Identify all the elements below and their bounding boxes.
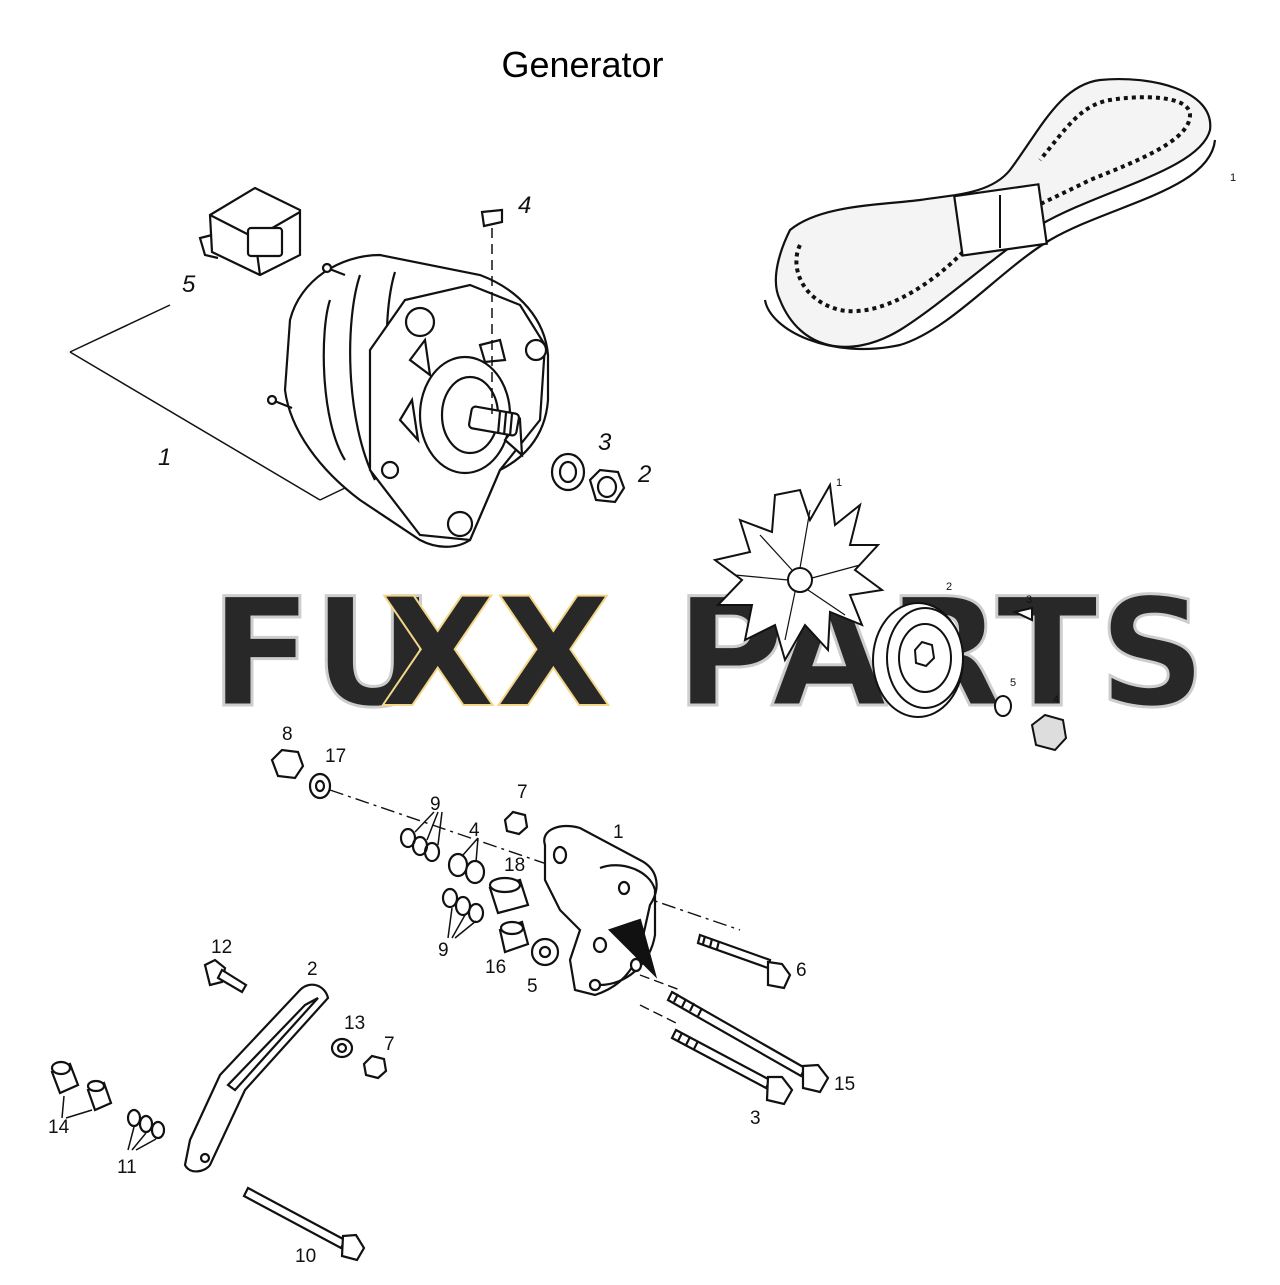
alternator-body	[266, 253, 550, 548]
label-br-8: 8	[282, 724, 293, 745]
label-br-7a: 7	[517, 782, 528, 803]
label-belt-1: 1	[1230, 172, 1236, 184]
washer	[550, 452, 586, 492]
page-title: Generator	[501, 44, 664, 85]
watermark-xx: XX	[380, 567, 611, 741]
callout-bracket	[69, 304, 346, 501]
label-br-11: 11	[117, 1157, 137, 1178]
label-alt-3: 3	[598, 429, 612, 456]
voltage-regulator	[198, 186, 302, 277]
mounting-bracket-assembly	[50, 748, 830, 1262]
label-fan-5: 5	[1010, 677, 1016, 689]
spacers-14	[50, 1060, 113, 1112]
label-fan-3: 3	[1026, 594, 1032, 606]
bolt-10	[242, 1186, 366, 1262]
label-br-15: 15	[834, 1074, 855, 1095]
hex-nut	[588, 468, 626, 504]
washers-9-upper	[399, 827, 441, 863]
bracket-1	[543, 824, 658, 997]
nut-8	[270, 748, 305, 780]
label-alt-4: 4	[518, 192, 531, 219]
leader-lines	[61, 811, 479, 1151]
woodruff-key	[480, 208, 504, 228]
nut-7-upper	[503, 810, 529, 836]
washers-9-lower	[441, 887, 485, 924]
label-br-16: 16	[485, 957, 506, 978]
label-alt-1: 1	[158, 444, 171, 471]
label-br-4: 4	[469, 820, 480, 841]
washer-13	[330, 1037, 354, 1059]
fan-pulley-assembly	[712, 481, 1068, 752]
label-br-13: 13	[344, 1013, 365, 1034]
label-br-2: 2	[307, 959, 318, 980]
label-br-1: 1	[613, 822, 624, 843]
watermark-fu: FU	[210, 567, 434, 741]
label-br-14: 14	[48, 1117, 70, 1138]
washers-11	[126, 1108, 166, 1140]
bolt-3	[670, 1028, 794, 1106]
label-br-18: 18	[504, 855, 525, 876]
belt-labels: 1	[1230, 172, 1236, 184]
bolt-6	[696, 933, 792, 990]
v-belt	[763, 78, 1217, 350]
spacer-16	[498, 920, 530, 954]
adjusting-arm-2	[183, 983, 330, 1173]
watermark: FU XX PARTS	[209, 566, 1208, 743]
label-br-9a: 9	[430, 794, 441, 815]
fan-labels: 1 2 3 4 5	[836, 477, 1059, 706]
washers-4	[447, 852, 486, 885]
label-alt-5: 5	[182, 271, 196, 298]
alternator-assembly	[69, 186, 626, 548]
label-br-10: 10	[295, 1246, 316, 1267]
fan-key	[1011, 606, 1033, 622]
cooling-fan	[712, 481, 885, 663]
alternator-labels: 1 5 4 3 2	[158, 192, 651, 488]
bracket-labels: 8 17 9 4 7 1 18 9 16 5 6 15 3 12 2 13 7 …	[48, 724, 855, 1267]
label-fan-4: 4	[1053, 694, 1059, 706]
label-br-7b: 7	[384, 1034, 395, 1055]
nut-7-lower	[362, 1054, 388, 1080]
label-alt-2: 2	[637, 461, 651, 488]
label-br-5: 5	[527, 976, 538, 997]
spacer-18	[488, 876, 530, 915]
label-fan-1: 1	[836, 477, 842, 489]
label-br-12: 12	[211, 937, 232, 958]
spring-washer	[994, 695, 1012, 717]
label-br-3: 3	[750, 1108, 761, 1129]
bolt-15	[666, 990, 830, 1094]
pulley-nut	[1030, 713, 1068, 752]
bushing-5	[530, 937, 560, 967]
bolt-12	[203, 958, 248, 994]
washer-17	[308, 772, 332, 800]
pulley	[872, 602, 964, 718]
label-br-17: 17	[325, 746, 346, 767]
label-br-6: 6	[796, 960, 807, 981]
label-br-9b: 9	[438, 940, 449, 961]
label-fan-2: 2	[946, 581, 952, 593]
